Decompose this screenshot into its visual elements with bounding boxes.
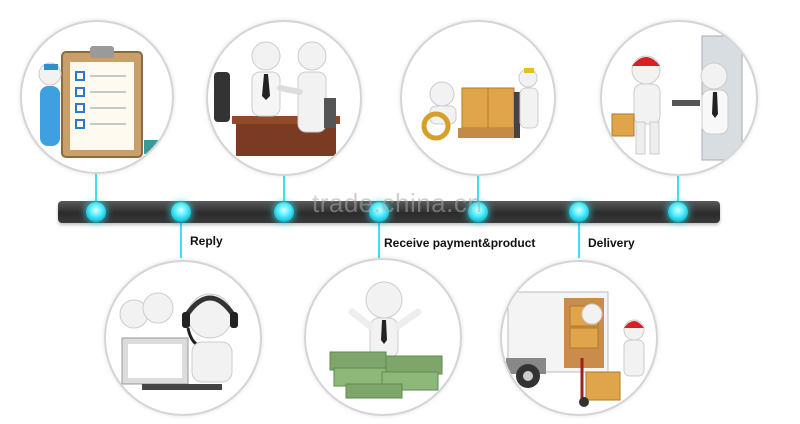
connector-packing [477, 173, 479, 211]
step-image-packing [400, 20, 556, 176]
step-image-sign [600, 20, 758, 176]
step-image-contract [206, 20, 362, 176]
step-image-delivery [500, 260, 658, 416]
signature-delivery-icon [611, 35, 743, 161]
timeline-node-sign [668, 202, 688, 222]
timeline-node-packing [468, 202, 488, 222]
step-image-reply [104, 260, 262, 416]
timeline-node-order [86, 202, 106, 222]
money-stack-icon [329, 281, 443, 399]
connector-delivery [578, 214, 580, 258]
connector-order [95, 173, 97, 211]
connector-contract [283, 173, 285, 211]
timeline-bar [58, 201, 720, 223]
step-label-receive: Receive payment&product [384, 236, 536, 250]
clipboard-checklist-icon [38, 46, 160, 158]
handshake-office-icon [214, 41, 340, 156]
watermark: trade.china.cn [312, 188, 483, 218]
timeline-node-delivery [569, 202, 589, 222]
step-image-receive [304, 258, 462, 416]
connector-sign [677, 173, 679, 211]
timeline-node-contract [274, 202, 294, 222]
pallet-inspection-icon [421, 68, 539, 141]
step-label-reply: Reply [190, 234, 223, 248]
timeline-node-receive [369, 202, 389, 222]
delivery-truck-icon [506, 291, 645, 407]
connector-receive [378, 214, 380, 258]
customer-service-headset-icon [119, 292, 238, 390]
step-image-order [20, 20, 174, 174]
connector-reply [180, 214, 182, 258]
step-label-delivery: Delivery [588, 236, 635, 250]
timeline-node-reply [171, 202, 191, 222]
